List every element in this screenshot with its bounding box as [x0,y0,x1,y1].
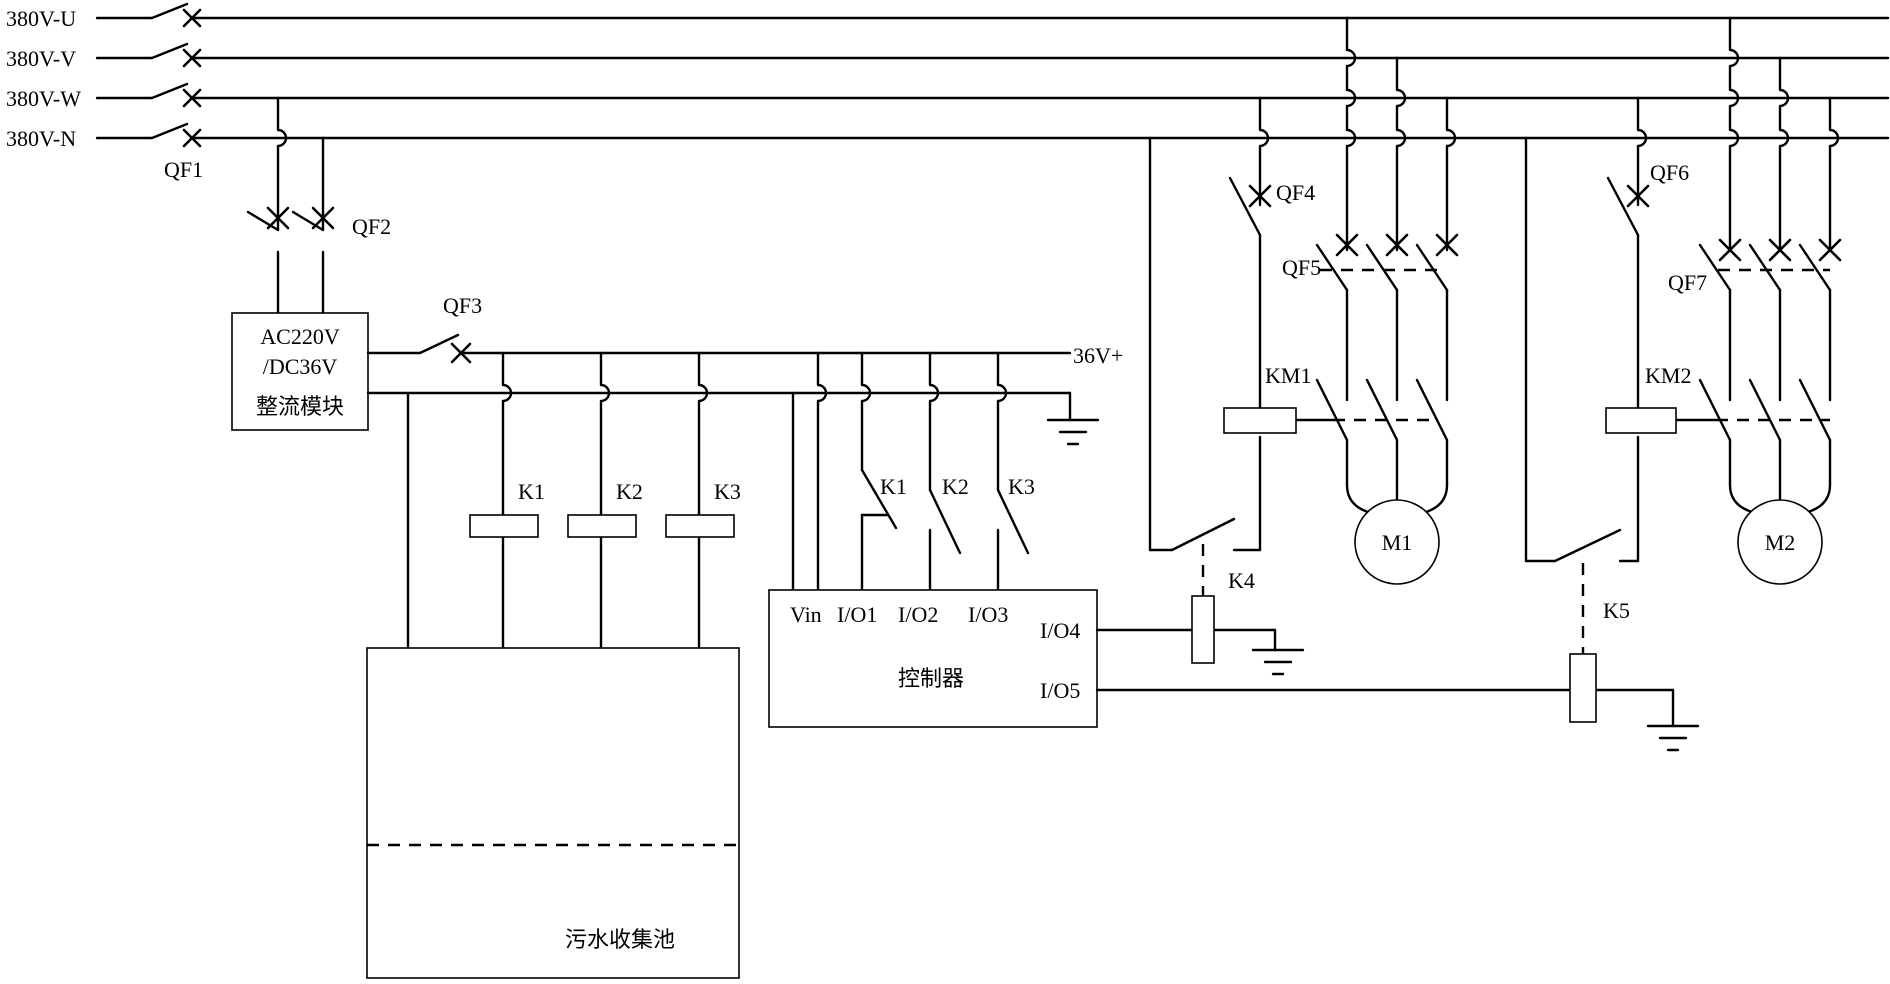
bus-label-w: 380V-W [6,86,81,111]
controller-io3: I/O3 [968,602,1008,627]
contactor-km1-coil [1223,407,1297,434]
dc-bus [366,333,1100,446]
qf6-label: QF6 [1650,160,1689,185]
relay-k1-label: K1 [518,479,545,504]
rectifier-line3: 整流模块 [256,395,344,420]
contact-k1-label: K1 [880,474,907,499]
bus-label-n: 380V-N [6,126,76,151]
rectifier-feed [246,96,335,315]
bus-label-u: 380V-U [6,6,76,31]
motor-m1-label: M1 [1382,530,1413,555]
output-wiring [1095,544,1700,752]
motor-m2-label: M2 [1765,530,1796,555]
qf1-label: QF1 [164,157,203,182]
controller-io2: I/O2 [898,602,938,627]
relay-k2-label: K2 [616,479,643,504]
rectifier-line2: /DC36V [263,354,338,379]
qf5-label: QF5 [1282,255,1321,280]
bus-label-v: 380V-V [6,46,76,71]
sewage-tank [366,647,740,979]
qf1-breaker-crosses [182,8,202,148]
controller-io4: I/O4 [1040,618,1080,643]
controller-io1: I/O1 [837,602,877,627]
qf7-label: QF7 [1668,270,1707,295]
relay-k2-coil [567,514,637,538]
bus-lines [95,2,1890,140]
contactor-km2-coil [1605,407,1677,434]
relay-k4-coil [1191,595,1215,664]
qf4-label: QF4 [1276,180,1315,205]
dc-bus-label: 36V+ [1073,343,1123,368]
relay-k5-label: K5 [1603,598,1630,623]
relay-k3-coil [665,514,735,538]
relay-k3-label: K3 [714,479,741,504]
qf2-label: QF2 [352,214,391,239]
tank-label: 污水收集池 [565,928,675,953]
contact-k3-label: K3 [1008,474,1035,499]
rectifier-module [231,312,369,431]
relay-k4-label: K4 [1228,568,1255,593]
controller-wiring [791,351,1030,592]
controller-io5: I/O5 [1040,678,1080,703]
motor2-circuit [1524,16,1842,563]
qf3-label: QF3 [443,293,482,318]
contact-k2-label: K2 [942,474,969,499]
km1-label: KM1 [1265,363,1311,388]
relay-k1-coil [469,514,539,538]
controller-title: 控制器 [898,667,964,692]
motor-m1 [1354,499,1440,585]
motor1-circuit [1148,16,1459,552]
motor-m2 [1737,499,1823,585]
km2-label: KM2 [1645,363,1691,388]
controller-box [768,589,1098,728]
relay-k5-coil [1569,653,1597,723]
rectifier-line1: AC220V [260,324,340,349]
controller-vin: Vin [790,602,822,627]
